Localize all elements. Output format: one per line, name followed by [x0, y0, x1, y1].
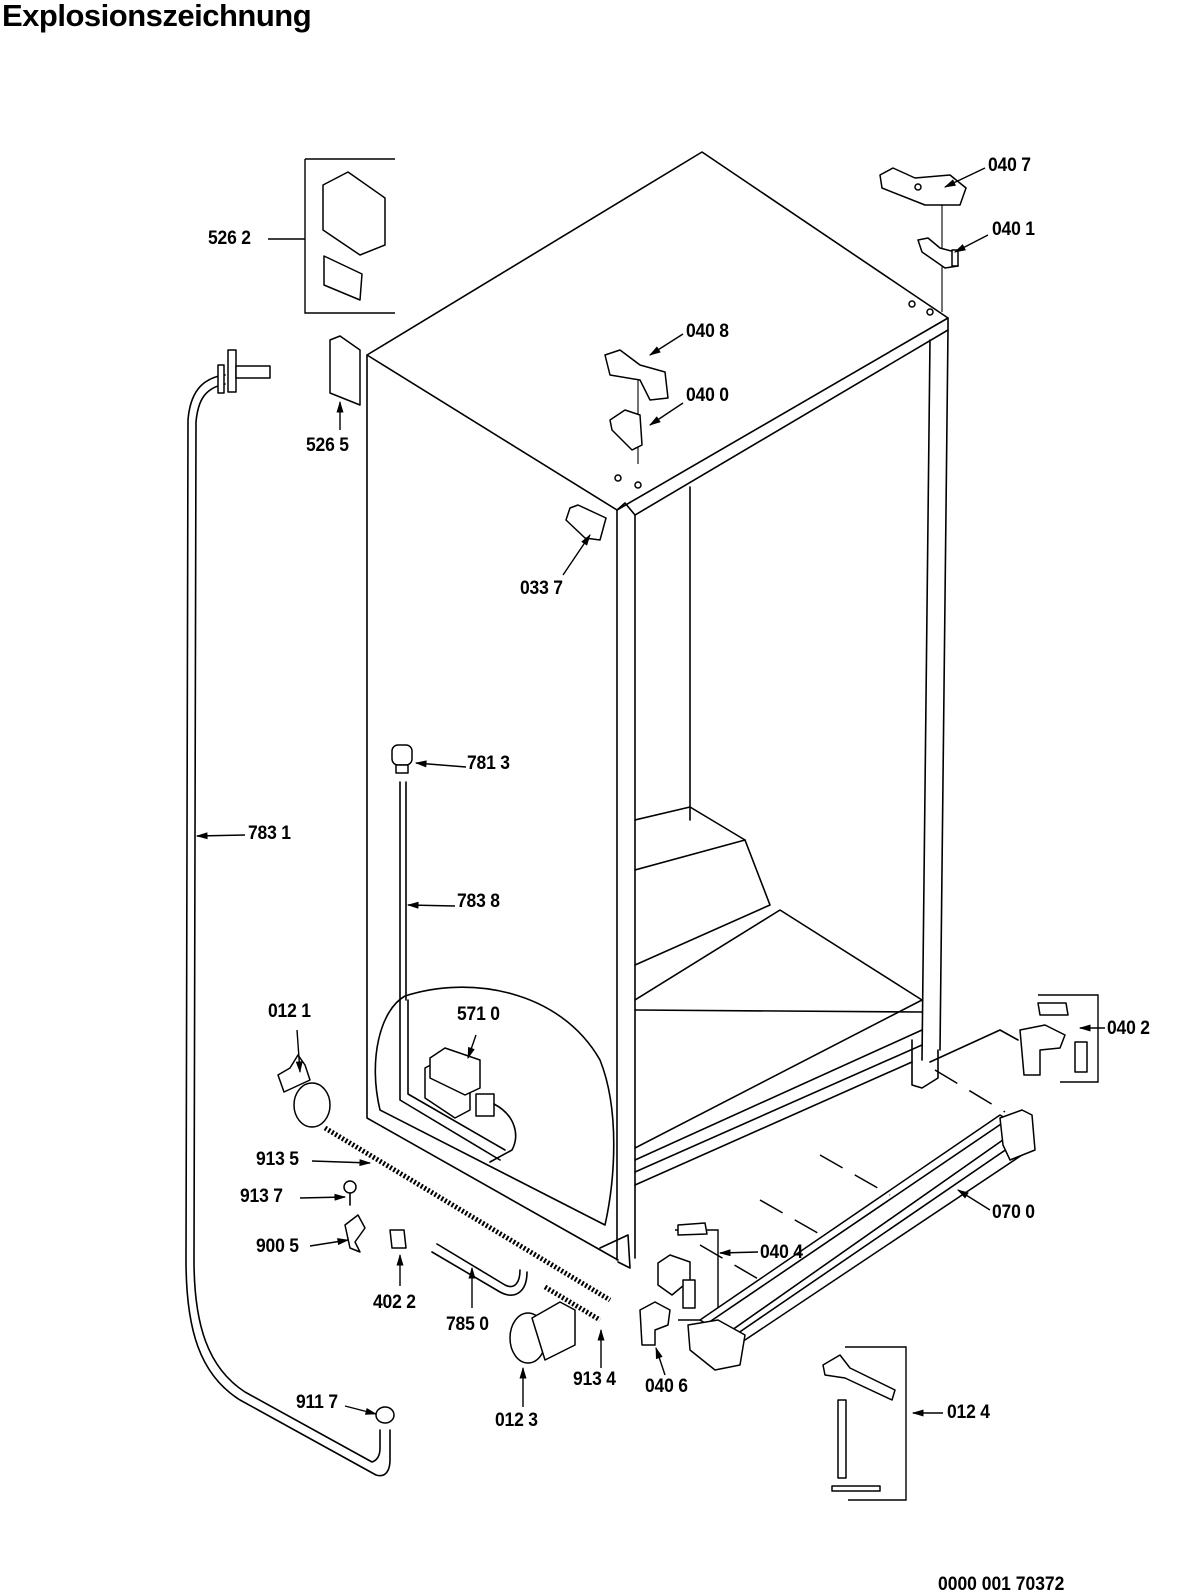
page-title: Explosionszeichnung [2, 0, 312, 33]
callout-0407[interactable]: 040 7 [988, 155, 1031, 176]
part-7850-hose [431, 1243, 528, 1296]
part-9134-screw [543, 1284, 602, 1323]
callout-0404[interactable]: 040 4 [760, 1242, 803, 1263]
part-7813-connector [391, 744, 413, 774]
callout-0123[interactable]: 012 3 [495, 1410, 538, 1431]
part-9137-screw [343, 1180, 357, 1206]
callout-7813[interactable]: 781 3 [467, 753, 510, 774]
part-0400-center-hinge [609, 300, 934, 489]
document-number: 0000 001 70372 [938, 1574, 1065, 1595]
part-0402-hinge-set [929, 994, 1099, 1083]
callout-7850[interactable]: 785 0 [446, 1314, 489, 1335]
part-0404-hinge-set [657, 1222, 719, 1321]
callout-7838[interactable]: 783 8 [457, 891, 500, 912]
part-0121-roller [277, 1054, 331, 1128]
part-0408-hinge-cover [604, 349, 669, 401]
part-5265-cover [329, 335, 361, 406]
cabinet-body [366, 151, 949, 1269]
part-0123-roller [509, 1301, 576, 1364]
callout-0121[interactable]: 012 1 [268, 1001, 311, 1022]
part-5262-module [304, 158, 395, 314]
callout-5262[interactable]: 526 2 [208, 228, 251, 249]
callout-5265[interactable]: 526 5 [306, 435, 349, 456]
part-9117-nut [375, 1406, 395, 1424]
callout-9135[interactable]: 913 5 [256, 1149, 299, 1170]
callout-0400[interactable]: 040 0 [686, 385, 729, 406]
callout-0700[interactable]: 070 0 [992, 1202, 1035, 1223]
part-0407-hinge-cover [879, 167, 967, 206]
part-4022-cap [389, 1229, 407, 1249]
callout-0401[interactable]: 040 1 [992, 219, 1035, 240]
callout-9134[interactable]: 913 4 [573, 1369, 616, 1390]
part-0700-base-grille [687, 1109, 1036, 1371]
leader-lines [195, 167, 1105, 1417]
callout-0406[interactable]: 040 6 [645, 1376, 688, 1397]
callout-5710[interactable]: 571 0 [457, 1004, 500, 1025]
part-0337-cap [565, 504, 607, 541]
callout-0337[interactable]: 033 7 [520, 578, 563, 599]
callout-4022[interactable]: 402 2 [373, 1292, 416, 1313]
callout-0124[interactable]: 012 4 [947, 1402, 990, 1423]
part-0401-upper-hinge [917, 237, 959, 269]
callout-7831[interactable]: 783 1 [248, 823, 291, 844]
callout-9137[interactable]: 913 7 [240, 1186, 283, 1207]
callout-9005[interactable]: 900 5 [256, 1236, 299, 1257]
part-0124-tool-set [822, 1346, 907, 1501]
part-9005-clip [344, 1214, 366, 1253]
part-5710-valve [424, 1047, 517, 1163]
callout-0402[interactable]: 040 2 [1107, 1018, 1150, 1039]
callout-9117[interactable]: 911 7 [296, 1392, 338, 1413]
part-0406-bracket [639, 1301, 671, 1346]
part-7838-tube [399, 781, 407, 1001]
callout-0408[interactable]: 040 8 [686, 321, 729, 342]
valve-detail-outline [374, 986, 615, 1226]
water-pipe-7831 [185, 349, 391, 1477]
part-9135-screw [323, 1125, 612, 1303]
